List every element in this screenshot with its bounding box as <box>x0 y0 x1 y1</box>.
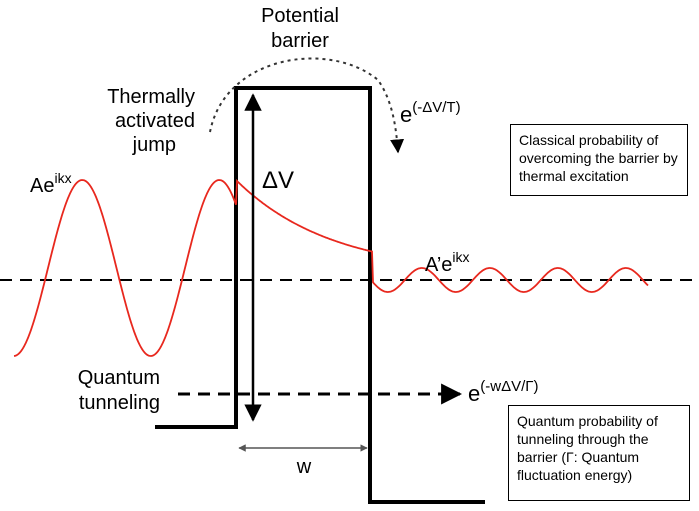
incident-wave-label: Aeikx <box>30 170 72 197</box>
tunneling-probability-expression: e(-wΔV/Γ) <box>468 378 539 406</box>
barrier-label: barrier <box>271 30 329 52</box>
thermal-jump-arrow <box>209 57 405 154</box>
quantum-probability-box: Quantum probability of tunneling through… <box>508 405 690 501</box>
jump-label: jump <box>132 134 176 156</box>
wavefunction-curve <box>13 178 649 357</box>
activated-label: activated <box>115 110 195 132</box>
thermally-label: Thermally <box>107 86 195 108</box>
transmitted-wave-label: A’eikx <box>425 249 470 276</box>
potential-barrier-outline <box>155 86 485 504</box>
quantum-label: Quantum <box>78 367 160 389</box>
classical-probability-box: Classical probability of overcoming the … <box>510 124 688 196</box>
delta-v-label: ΔV <box>262 167 294 194</box>
thermal-probability-expression: e(-ΔV/T) <box>400 99 461 127</box>
tunneling-label: tunneling <box>79 392 160 414</box>
width-label: w <box>296 456 312 478</box>
potential-label: Potential <box>261 5 339 27</box>
